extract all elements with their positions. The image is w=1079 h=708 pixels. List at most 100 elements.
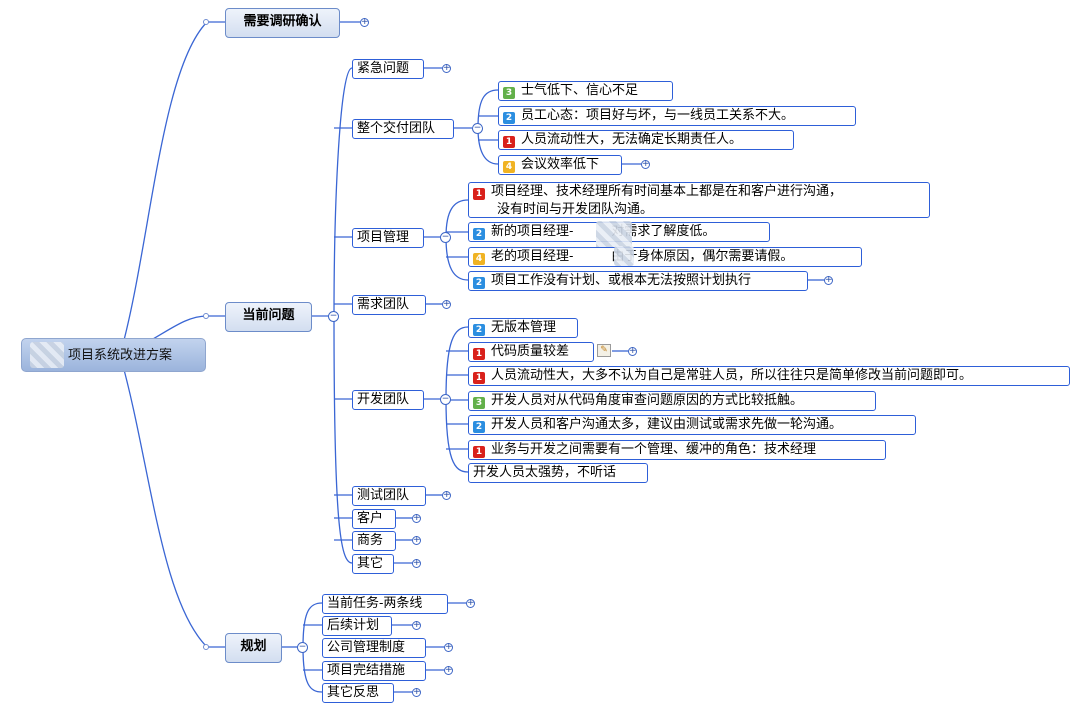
priority-2-icon: 2 — [473, 228, 485, 240]
expand-icon[interactable]: + — [628, 346, 637, 356]
blurred-image — [30, 342, 64, 368]
expand-icon[interactable]: + — [444, 665, 453, 675]
blurred-image — [614, 246, 634, 266]
item-text: 会议效率低下 — [521, 157, 600, 172]
topic-other[interactable]: 其它 — [352, 554, 394, 574]
topic-label: 客户 — [357, 511, 384, 526]
topic-dev[interactable]: 开发团队 — [352, 390, 424, 410]
expand-icon[interactable]: + — [412, 535, 421, 545]
branch-confirm[interactable]: 需要调研确认 — [225, 8, 340, 38]
expand-icon[interactable]: + — [444, 642, 453, 652]
dev-item[interactable]: 1 代码质量较差 — [468, 342, 594, 362]
topic-label: 紧急问题 — [357, 61, 410, 76]
dev-item[interactable]: 1 人员流动性大，大多不认为自己是常驻人员，所以往往只是简单修改当前问题即可。 — [468, 366, 1070, 386]
topic-team[interactable]: 整个交付团队 — [352, 119, 454, 139]
priority-2-icon: 2 — [473, 277, 485, 289]
branch-current-label: 当前问题 — [242, 308, 295, 323]
branch-confirm-label: 需要调研确认 — [243, 14, 322, 29]
expand-icon[interactable]: + — [824, 275, 833, 285]
item-text: 人员流动性大，大多不认为自己是常驻人员，所以往往只是简单修改当前问题即可。 — [491, 368, 973, 383]
team-item[interactable]: 1 人员流动性大，无法确定长期责任人。 — [498, 130, 794, 150]
priority-1-icon: 1 — [473, 188, 485, 200]
collapse-icon[interactable]: − — [297, 642, 308, 653]
priority-3-icon: 3 — [473, 397, 485, 409]
topic-pm[interactable]: 项目管理 — [352, 228, 424, 248]
connector-dot — [203, 644, 209, 650]
priority-2-icon: 2 — [503, 112, 515, 124]
priority-1-icon: 1 — [473, 446, 485, 458]
branch-plan[interactable]: 规划 — [225, 633, 282, 663]
topic-label: 项目管理 — [357, 230, 410, 245]
item-text: 新的项目经理- — [491, 224, 574, 239]
topic-label: 商务 — [357, 533, 384, 548]
topic-urgent[interactable]: 紧急问题 — [352, 59, 424, 79]
note-icon[interactable]: ✎ — [597, 344, 611, 357]
connector-dot — [203, 19, 209, 25]
priority-2-icon: 2 — [473, 324, 485, 336]
topic-label: 其它 — [357, 556, 384, 571]
item-text: 公司管理制度 — [327, 640, 406, 655]
expand-icon[interactable]: + — [442, 299, 451, 309]
plan-item[interactable]: 其它反思 — [322, 683, 394, 703]
item-text: 对需求了解度低。 — [611, 224, 716, 239]
item-text: 人员流动性大，无法确定长期责任人。 — [521, 132, 743, 147]
connector-dot — [203, 313, 209, 319]
root-topic-label: 项目系统改进方案 — [68, 348, 173, 363]
plan-item[interactable]: 当前任务-两条线 — [322, 594, 448, 614]
item-text: 业务与开发之间需要有一个管理、缓冲的角色：技术经理 — [491, 442, 817, 457]
priority-1-icon: 1 — [473, 348, 485, 360]
dev-item[interactable]: 3 开发人员对从代码角度审查问题原因的方式比较抵触。 — [468, 391, 876, 411]
item-text: 项目工作没有计划、或根本无法按照计划执行 — [491, 273, 752, 288]
priority-1-icon: 1 — [473, 372, 485, 384]
topic-label: 开发团队 — [357, 392, 410, 407]
item-text: 项目完结措施 — [327, 663, 406, 678]
priority-2-icon: 2 — [473, 421, 485, 433]
topic-label: 测试团队 — [357, 488, 410, 503]
expand-icon[interactable]: + — [442, 63, 451, 73]
item-text: 后续计划 — [327, 618, 380, 633]
priority-4-icon: 4 — [473, 253, 485, 265]
topic-req[interactable]: 需求团队 — [352, 295, 426, 315]
collapse-icon[interactable]: − — [440, 232, 451, 243]
priority-1-icon: 1 — [503, 136, 515, 148]
expand-icon[interactable]: + — [466, 598, 475, 608]
expand-icon[interactable]: + — [641, 159, 650, 169]
expand-icon[interactable]: + — [412, 620, 421, 630]
plan-item[interactable]: 项目完结措施 — [322, 661, 426, 681]
plan-item[interactable]: 公司管理制度 — [322, 638, 426, 658]
branch-plan-label: 规划 — [240, 639, 267, 654]
expand-icon[interactable]: + — [412, 687, 421, 697]
item-text: 无版本管理 — [491, 320, 557, 335]
item-text: 没有时间与开发团队沟通。 — [497, 202, 654, 217]
expand-icon[interactable]: + — [442, 490, 451, 500]
item-text: 开发人员和客户沟通太多，建议由测试或需求先做一轮沟通。 — [491, 417, 843, 432]
expand-icon[interactable]: + — [360, 17, 369, 27]
topic-test[interactable]: 测试团队 — [352, 486, 426, 506]
item-text: 老的项目经理- — [491, 249, 574, 264]
item-text: 士气低下、信心不足 — [521, 83, 639, 98]
branch-current[interactable]: 当前问题 — [225, 302, 312, 332]
collapse-icon[interactable]: − — [328, 311, 339, 322]
topic-biz[interactable]: 商务 — [352, 531, 396, 551]
dev-item[interactable]: 1 业务与开发之间需要有一个管理、缓冲的角色：技术经理 — [468, 440, 886, 460]
collapse-icon[interactable]: − — [440, 394, 451, 405]
collapse-icon[interactable]: − — [472, 123, 483, 134]
dev-item[interactable]: 2 无版本管理 — [468, 318, 578, 338]
pm-item[interactable]: 2 项目工作没有计划、或根本无法按照计划执行 — [468, 271, 808, 291]
expand-icon[interactable]: + — [412, 513, 421, 523]
topic-client[interactable]: 客户 — [352, 509, 396, 529]
plan-item[interactable]: 后续计划 — [322, 616, 392, 636]
item-text: 代码质量较差 — [491, 344, 570, 359]
dev-item[interactable]: 开发人员太强势，不听话 — [468, 463, 648, 483]
item-text: 开发人员对从代码角度审查问题原因的方式比较抵触。 — [491, 393, 804, 408]
expand-icon[interactable]: + — [412, 558, 421, 568]
dev-item[interactable]: 2 开发人员和客户沟通太多，建议由测试或需求先做一轮沟通。 — [468, 415, 916, 435]
item-text: 开发人员太强势，不听话 — [473, 465, 617, 480]
item-text: 当前任务-两条线 — [327, 596, 423, 611]
